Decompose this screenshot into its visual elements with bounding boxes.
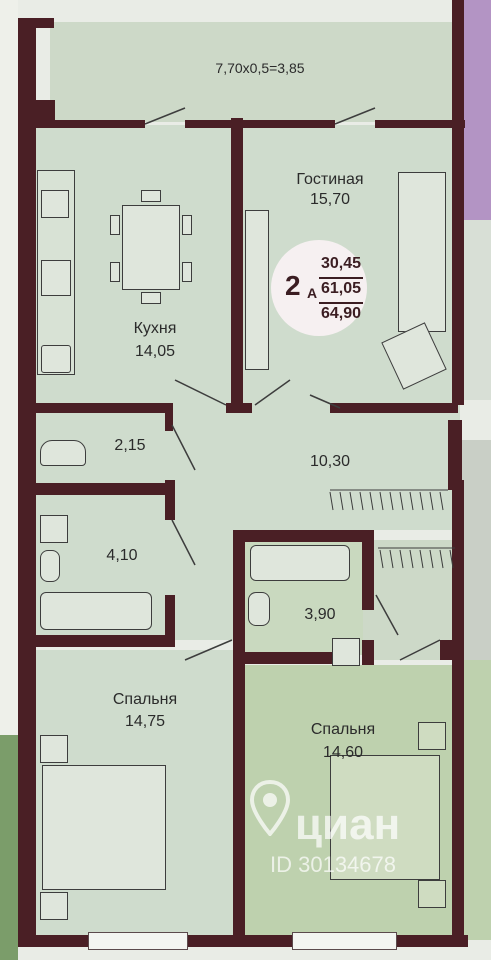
wall-kitchen-living	[231, 118, 243, 413]
chair	[141, 292, 161, 304]
badge-living-area: 30,45	[321, 255, 362, 272]
washing-machine-icon	[332, 638, 360, 666]
badge-separator	[319, 277, 363, 279]
bathtub-icon	[250, 545, 350, 581]
sink-icon	[41, 190, 69, 218]
tv-stand	[245, 210, 269, 370]
wall-balcony-bottom	[35, 120, 145, 128]
wall-bath1-right-2	[165, 595, 175, 647]
wall-bedroom2-right-top	[440, 640, 460, 660]
right-room-2	[460, 220, 491, 400]
wall-living-bottom-2	[330, 403, 458, 413]
badge-total-with-balcony: 64,90	[321, 305, 362, 322]
wall-right	[452, 0, 464, 405]
bathroom-1-area: 4,10	[106, 547, 138, 564]
nightstand	[40, 892, 68, 920]
chair	[110, 262, 120, 282]
right-room-4	[460, 660, 491, 940]
bedroom-1-area: 14,75	[124, 713, 166, 730]
wc-area: 2,15	[114, 437, 146, 454]
wall-bath2-right	[362, 530, 374, 610]
window-bedroom-1	[88, 932, 188, 950]
chair	[141, 190, 161, 202]
right-room-purple	[460, 0, 491, 220]
wall-kitchen-bottom	[35, 403, 165, 413]
left-margin	[0, 0, 18, 960]
wall-bath2-left	[233, 530, 245, 945]
sofa	[398, 172, 446, 332]
kitchen-area: 14,05	[134, 343, 176, 360]
kitchen-name: Кухня	[133, 320, 177, 337]
dining-table	[122, 205, 180, 290]
badge-separator	[319, 302, 363, 304]
bedroom-2-name: Спальня	[310, 721, 376, 738]
wall-bath1-right	[165, 480, 175, 520]
outside-green	[0, 735, 18, 960]
right-room-3	[460, 440, 491, 660]
wall-right-2	[452, 480, 464, 945]
nightstand	[40, 735, 68, 763]
bed	[42, 765, 166, 890]
washbasin-icon	[40, 515, 68, 543]
hall	[170, 410, 460, 530]
nightstand	[418, 722, 446, 750]
wall-living-bottom	[226, 403, 252, 413]
wall-left	[18, 18, 36, 943]
bathtub-icon	[40, 592, 152, 630]
wall-balcony-bottom-3	[185, 120, 335, 128]
wall-bath1-bottom	[35, 635, 175, 647]
stove-icon	[41, 260, 71, 296]
watermark-id: ID 30134678	[270, 852, 396, 877]
window-bedroom-2	[292, 932, 397, 950]
bedroom-1-name: Спальня	[112, 691, 178, 708]
badge-total-area: 61,05	[321, 280, 362, 297]
balcony-label: 7,70х0,5=3,85	[215, 60, 305, 76]
badge-rooms-number: 2	[285, 270, 301, 301]
wall-wc-right	[165, 403, 173, 431]
toilet-icon	[248, 592, 270, 626]
hall-area: 10,30	[309, 453, 351, 470]
wall-bath2-bottom	[233, 652, 333, 664]
wall-balcony-bottom-4	[375, 120, 465, 128]
wall-balcony-left	[35, 100, 55, 126]
wall-wc-bottom	[35, 483, 170, 495]
corridor-left	[170, 530, 240, 640]
bedroom-2-area: 14,60	[322, 744, 364, 761]
washing-machine-icon	[41, 345, 71, 373]
wall-outer-top	[18, 18, 54, 28]
cian-logo-icon	[250, 780, 290, 836]
balcony	[50, 22, 460, 122]
bed	[330, 755, 440, 880]
chair	[110, 215, 120, 235]
watermark-brand: циан	[295, 800, 401, 849]
bathroom-2-area: 3,90	[304, 606, 336, 623]
nightstand	[418, 880, 446, 908]
badge-type-letter: А	[307, 285, 318, 301]
living-room-area: 15,70	[309, 191, 351, 208]
wall-bath2-bottom-2	[362, 640, 374, 665]
living-room-name: Гостиная	[296, 171, 364, 188]
apartment-type-badge: 2 А 30,45 61,05 64,90	[271, 240, 367, 336]
chair	[182, 215, 192, 235]
toilet-icon	[40, 550, 60, 582]
wall-right-partition	[448, 420, 462, 490]
chair	[182, 262, 192, 282]
toilet-icon	[40, 440, 86, 466]
wall-bath2-top	[233, 530, 373, 542]
